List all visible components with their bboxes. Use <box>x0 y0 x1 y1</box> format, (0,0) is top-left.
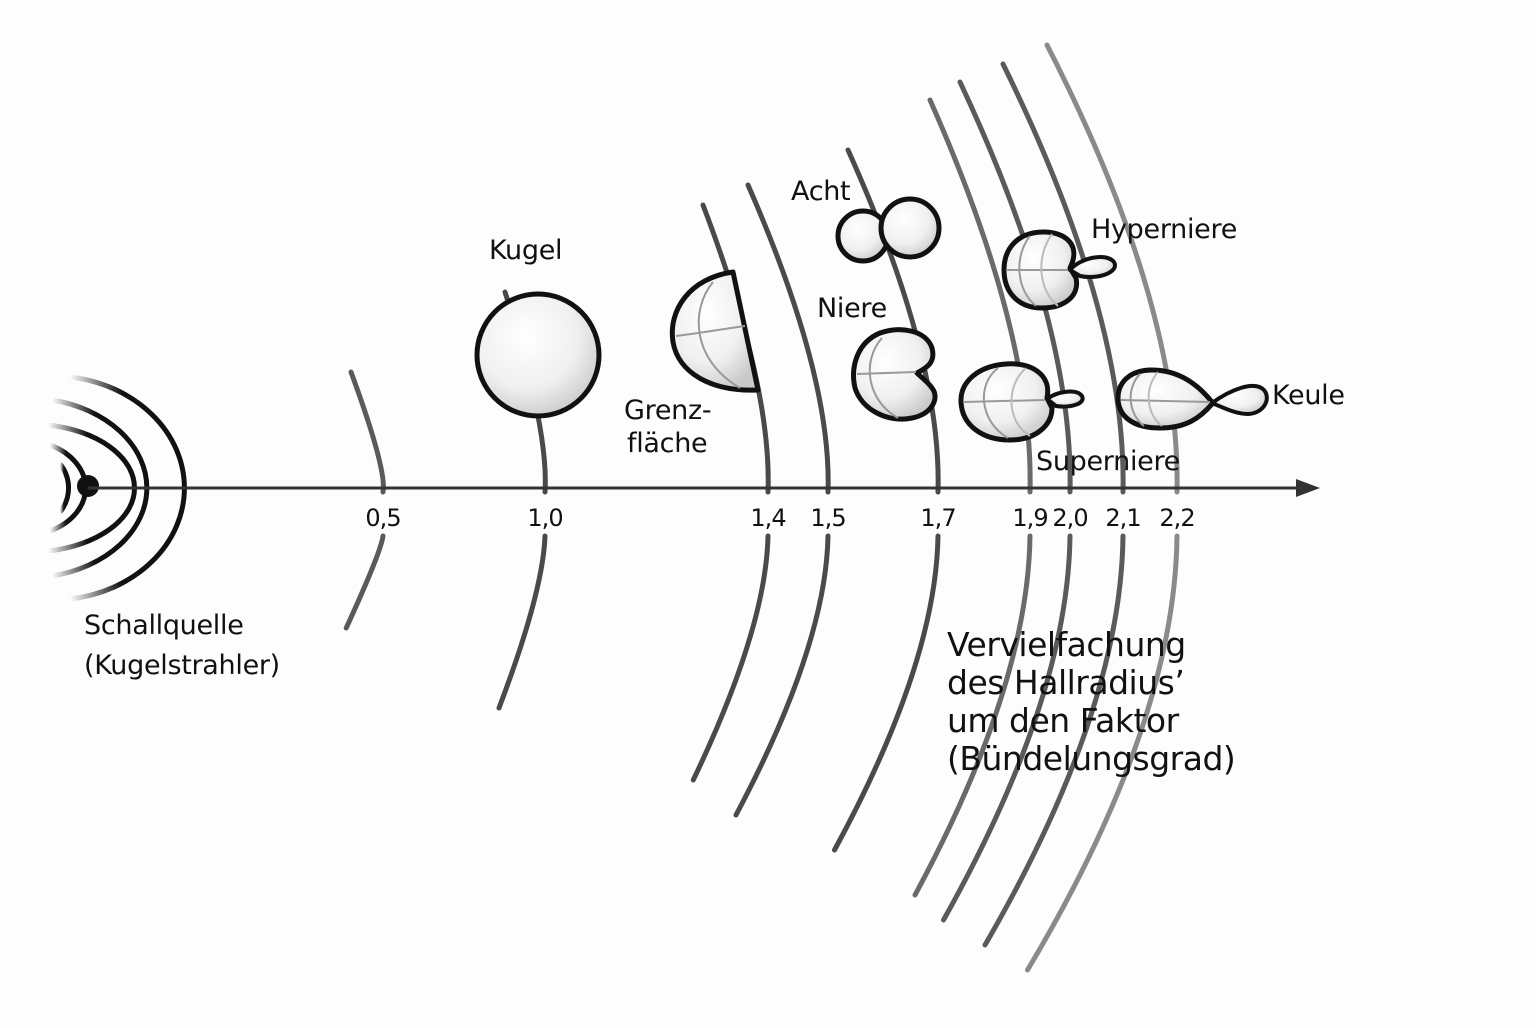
pattern-grenzflaeche-shape <box>669 269 761 393</box>
caption-line3: um den Faktor <box>947 701 1179 740</box>
pattern-hyperniere-shape <box>1001 229 1117 311</box>
caption-line4: (Bündelungsgrad) <box>947 739 1236 778</box>
label-keule: Keule <box>1272 380 1345 411</box>
axis-tick-label: 1,0 <box>527 504 563 532</box>
reverb-arc-lower <box>343 533 386 631</box>
reverb-arc-lower <box>832 533 941 853</box>
reverb-arc-lower <box>912 533 1033 898</box>
source-point-icon <box>77 475 99 497</box>
source-label-line1: Schallquelle <box>84 610 244 641</box>
reverb-arc-upper <box>745 182 831 495</box>
pattern-acht-shape <box>835 196 942 264</box>
pattern-superniere-shape <box>958 361 1085 443</box>
reverb-arc-lower <box>982 533 1126 948</box>
pattern-niere-shape <box>851 327 938 422</box>
label-superniere: Superniere <box>1036 446 1180 477</box>
axis-tick-label: 1,5 <box>810 504 846 532</box>
pattern-kugel-shape <box>474 291 602 419</box>
pattern-keule-shape <box>1115 367 1269 431</box>
label-kugel: Kugel <box>489 235 563 266</box>
reverb-arc-lower <box>496 533 548 711</box>
label-grenzflaeche-line2: fläche <box>627 428 708 459</box>
axis-tick-label: 2,0 <box>1052 504 1088 532</box>
axis-tick-label: 2,2 <box>1159 504 1195 532</box>
axis-arrow-icon <box>1296 479 1320 497</box>
label-niere: Niere <box>817 293 887 324</box>
reverb-arc-lower <box>733 533 831 818</box>
axis-tick-label: 2,1 <box>1105 504 1141 532</box>
reverb-arc-lower <box>690 533 771 783</box>
source-label-line2: (Kugelstrahler) <box>84 650 280 681</box>
axis-tick-label: 0,5 <box>365 504 401 532</box>
reverb-arc-upper <box>348 369 386 495</box>
label-acht: Acht <box>791 176 851 207</box>
label-hyperniere: Hyperniere <box>1091 214 1238 245</box>
caption-line1: Vervielfachung <box>947 625 1186 664</box>
axis-tick-label: 1,7 <box>920 504 956 532</box>
reverb-arc-lower <box>941 533 1073 923</box>
reverb-arc-lower <box>1025 533 1180 973</box>
reverb-arc-upper <box>1044 42 1180 495</box>
reverb-arc-upper <box>1000 61 1126 495</box>
source-wave-ring <box>57 462 71 514</box>
label-grenzflaeche-line1: Grenz- <box>624 395 712 426</box>
axis-tick-label: 1,9 <box>1012 504 1048 532</box>
axis-tick-label: 1,4 <box>750 504 786 532</box>
caption-line2: des Hallradius’ <box>947 663 1185 702</box>
reverb-arc-upper <box>927 97 1033 495</box>
